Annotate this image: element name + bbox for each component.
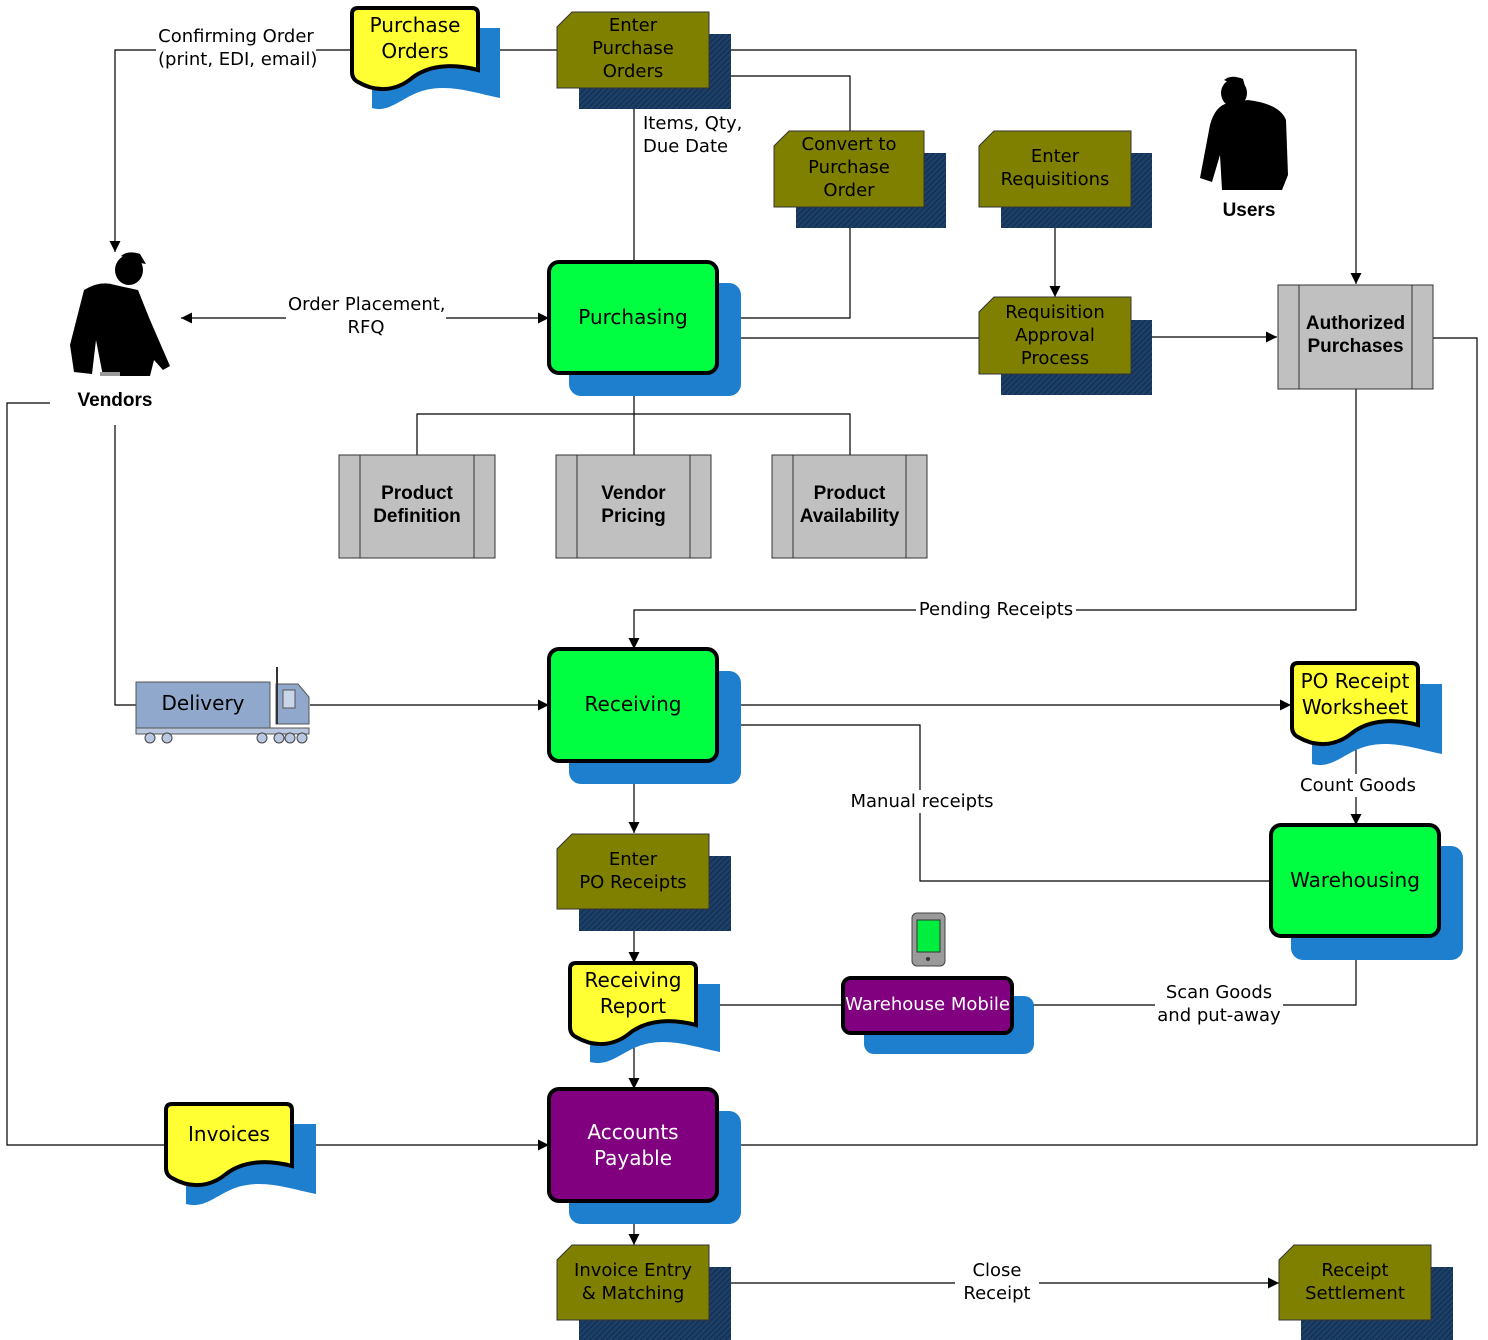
vendor-person-icon [70,252,170,376]
pending-receipts-label: Pending Receipts [916,598,1076,621]
convert-to-po-step [773,130,925,208]
delivery-label: Delivery [161,691,245,715]
po-receipt-worksheet-document [1290,661,1420,746]
receiving-report-document [568,961,698,1046]
warehousing-process-label[interactable]: Warehousing [1290,868,1420,892]
invoice-entry-step-label[interactable]: Invoice Entry & Matching [574,1260,692,1304]
purchase-orders-document-label[interactable]: Purchase Orders [369,13,461,63]
receiving-process-label[interactable]: Receiving [584,692,682,716]
purchase-orders-document [350,6,480,91]
receiving-report-document-label[interactable]: Receiving Report [584,968,682,1018]
items-qty-label: Items, Qty, Due Date [643,113,743,157]
product-definition-store-label[interactable]: Product Definition [373,483,461,527]
receiving-process [547,647,719,763]
enter-po-step-label[interactable]: Enter Purchase Orders [592,15,674,82]
product-availability-store [771,454,928,559]
process-boxes [547,260,1463,1224]
handheld-device-icon [911,912,946,967]
requisition-approval-step-label[interactable]: Requisition Approval Process [1005,302,1105,369]
accounts-payable-process-label[interactable]: Accounts Payable [587,1120,679,1170]
step-boxes [556,11,1453,1340]
enter-requisitions-step-label[interactable]: Enter Requisitions [1000,146,1110,190]
accounts-payable-process [547,1087,719,1203]
manual-receipts-label: Manual receipts [848,790,996,813]
documents [164,6,1442,1206]
count-goods-label: Count Goods [1294,774,1422,797]
vendor-pricing-store [555,454,712,559]
close-receipt-label: Close Receipt [955,1259,1039,1305]
invoices-document-label[interactable]: Invoices [188,1122,270,1146]
enter-po-receipts-step-label[interactable]: Enter PO Receipts [579,849,687,893]
enter-po-step [556,11,710,89]
receipt-settlement-step-label[interactable]: Receipt Settlement [1305,1260,1405,1304]
connector-purchasing-to-convert [717,208,856,319]
product-availability-store-label[interactable]: Product Availability [799,483,900,527]
warehousing-process [1269,823,1441,938]
order-placement-label: Order Placement, RFQ [286,293,446,339]
connector-enter-po-to-authorized [710,49,1362,284]
warehouse-mobile-process [841,976,1014,1035]
purchasing-process [547,260,719,375]
authorized-purchases-store [1277,284,1434,390]
purchasing-process-label[interactable]: Purchasing [578,305,688,329]
enter-po-receipts-step [556,833,710,910]
delivery-truck-icon [135,667,310,744]
enter-requisitions-step [978,130,1132,208]
requisition-approval-step [978,296,1132,375]
convert-to-po-step-label[interactable]: Convert to Purchase Order [801,134,897,201]
vendors-label: Vendors [77,390,153,411]
receipt-settlement-step [1278,1244,1432,1321]
invoices-document [164,1102,294,1187]
users-label: Users [1222,200,1276,221]
authorized-purchases-store-label[interactable]: Authorized Purchases [1305,313,1406,357]
po-receipt-worksheet-document-label[interactable]: PO Receipt Worksheet [1300,669,1410,719]
vendor-pricing-store-label[interactable]: Vendor Pricing [601,483,666,527]
connector-authorized-to-ap [718,337,1478,1151]
connector-vendors-to-delivery [114,425,136,706]
invoice-entry-step [556,1244,710,1321]
user-person-icon [1200,76,1288,190]
connector-convert-to-enter-po [711,70,851,131]
product-definition-store [338,454,496,559]
confirming-order-label: Confirming Order (print, EDI, email) [156,25,318,71]
data-stores [338,284,1434,559]
connectors [6,44,1478,1289]
warehouse-mobile-process-label[interactable]: Warehouse Mobile [845,994,1010,1015]
scan-goods-label: Scan Goods and put-away [1155,981,1283,1027]
connector-confirming-order [109,49,352,252]
